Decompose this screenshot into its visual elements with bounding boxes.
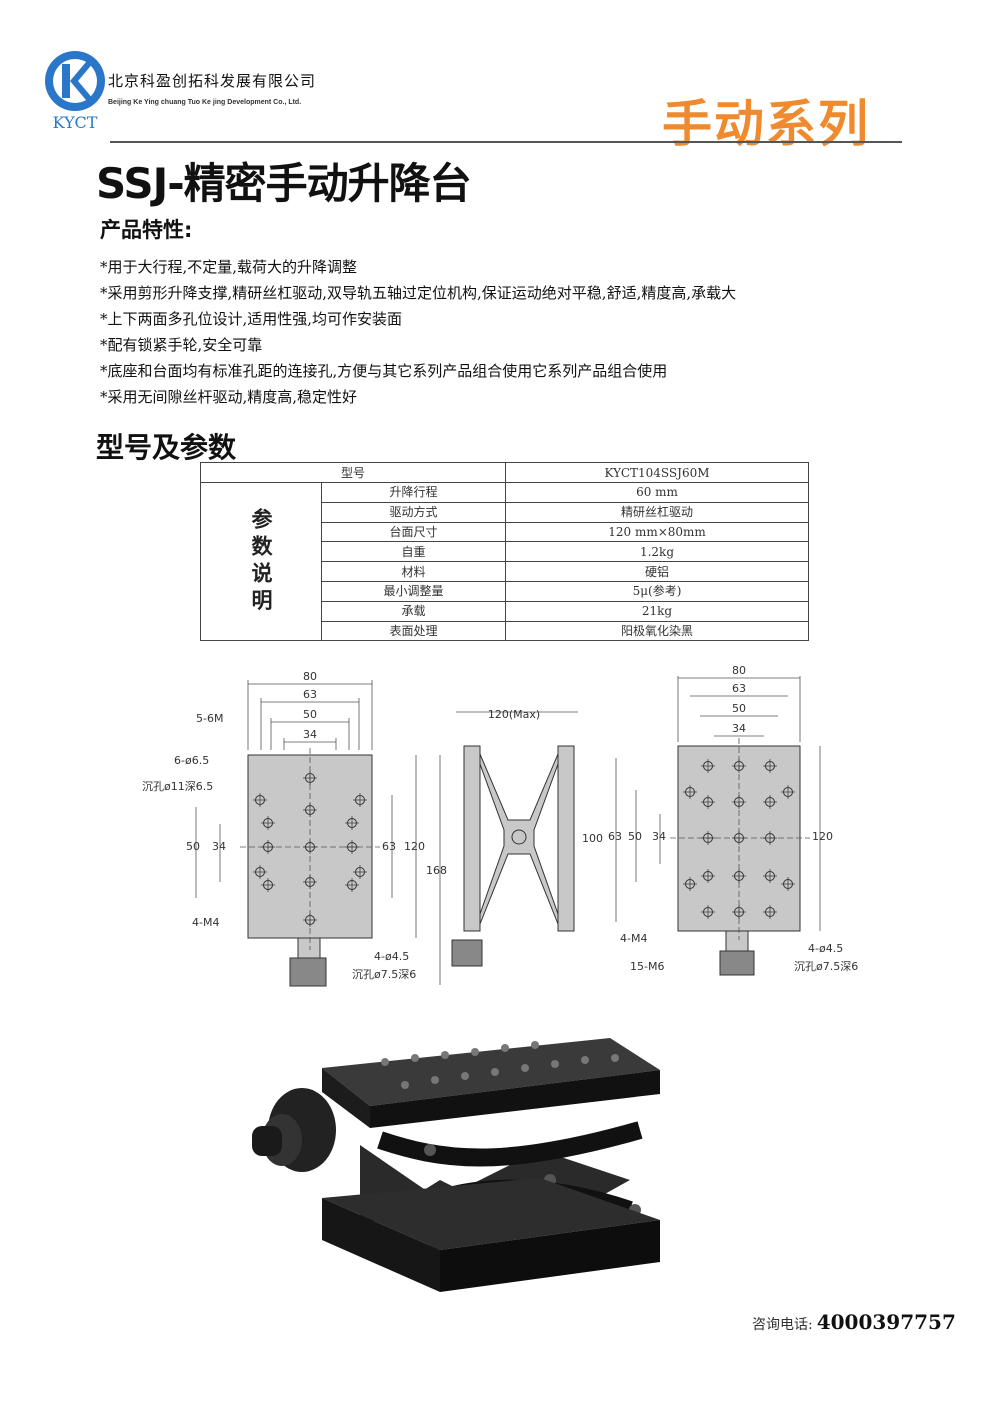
dim-label: 80 [732,664,746,677]
note-label: 5-6M [196,712,223,725]
dim-label: 63 [303,688,317,701]
series-title: 手动系列 [662,95,870,153]
spec-value: 5μ(参考) [505,580,809,602]
spec-label: 升降行程 [321,482,506,503]
product-photo [252,1038,660,1292]
table-row: 参数说明 升降行程 60 mm [200,481,809,642]
spec-value: 精研丝杠驱动 [505,501,809,523]
technical-drawing: 80 63 50 34 50 34 63 120 168 5-6M 6-ø6.5… [142,664,858,987]
page-title: SSJ-精密手动升降台 [96,159,472,208]
dim-label: 34 [652,830,666,843]
dim-label: 34 [303,728,317,741]
note-label: 6-ø6.5 [174,754,209,767]
feature-item: *采用剪形升降支撑,精研丝杠驱动,双导轨五轴过定位机构,保证运动绝对平稳,舒适,… [100,284,737,302]
spec-value: 1.2kg [505,541,809,563]
note-label: 4-ø4.5 [808,942,843,955]
note-label: 沉孔ø7.5深6 [794,960,858,973]
spec-label: 材料 [321,561,506,582]
dim-label: 50 [628,830,642,843]
feature-item: *采用无间隙丝杆驱动,精度高,稳定性好 [100,388,358,406]
spec-label: 台面尺寸 [321,521,506,543]
note-label: 4-M4 [620,932,647,945]
spec-value: 阳极氧化染黑 [505,620,809,642]
dim-label: 50 [186,840,200,853]
dim-label: 63 [382,840,396,853]
side-view-middle: 120(Max) 100 [451,708,603,967]
note-label: 4-M4 [192,916,219,929]
features-heading: 产品特性: [100,218,193,242]
spec-value: 硬铝 [505,561,809,582]
header-divider [110,141,902,143]
specs-heading: 型号及参数 [96,431,237,464]
spec-value: 21kg [505,600,809,622]
spec-table: 型号 KYCT104SSJ60M 参数说明 升降行程 60 mm 驱动方式精研丝… [200,462,809,642]
dim-label: 50 [732,702,746,715]
bottom-view-right: 80 63 50 34 63 50 34 120 4-M4 15-M6 4-ø4… [608,664,858,976]
note-label: 4-ø4.5 [374,950,409,963]
dim-label: 120 [404,840,425,853]
note-label: 沉孔ø7.5深6 [352,968,416,981]
spec-value: 60 mm [505,482,809,503]
dim-label: 100 [582,832,603,845]
spec-label: 自重 [321,541,506,563]
side-label: 参数说明 [200,481,322,642]
model-value: KYCT104SSJ60M [505,462,809,483]
contact-label: 咨询电话: [752,1317,813,1333]
features-list: *用于大行程,不定量,载荷大的升降调整 *采用剪形升降支撑,精研丝杠驱动,双导轨… [100,254,736,410]
side-label-text: 参数说明 [249,507,274,616]
contact-info: 咨询电话:4000397757 [752,1310,956,1334]
dim-label: 120(Max) [488,708,540,721]
dim-label: 50 [303,708,317,721]
dim-label: 34 [732,722,746,735]
table-row: 型号 KYCT104SSJ60M [200,462,809,483]
company-name-cn: 北京科盈创拓科发展有限公司 [108,72,317,90]
feature-item: *配有锁紧手轮,安全可靠 [100,336,263,354]
spec-label: 承载 [321,600,506,622]
dim-label: 63 [732,682,746,695]
table-row: 表面处理阳极氧化染黑 [201,620,809,642]
company-logo: KYCT [45,51,105,132]
dim-label: 63 [608,830,622,843]
note-label: 15-M6 [630,960,664,973]
contact-phone: 4000397757 [816,1310,956,1334]
top-view-left: 80 63 50 34 50 34 63 120 168 5-6M 6-ø6.5… [142,670,447,987]
note-label: 沉孔ø11深6.5 [142,780,213,793]
spec-value: 120 mm×80mm [505,521,809,543]
spec-label: 驱动方式 [321,501,506,523]
spec-label: 表面处理 [321,620,506,642]
feature-item: *上下两面多孔位设计,适用性强,均可作安装面 [100,310,403,328]
dim-label: 120 [812,830,833,843]
feature-item: *用于大行程,不定量,载荷大的升降调整 [100,258,358,276]
company-name-en: Beijing Ke Ying chuang Tuo Ke jing Devel… [108,99,302,106]
dim-label: 34 [212,840,226,853]
dim-label: 80 [303,670,317,683]
spec-label: 最小调整量 [321,580,506,602]
logo-text: KYCT [53,113,98,132]
feature-item: *底座和台面均有标准孔距的连接孔,方便与其它系列产品组合使用它系列产品组合使用 [100,362,668,380]
model-label: 型号 [200,462,506,483]
dim-label: 168 [426,864,447,877]
